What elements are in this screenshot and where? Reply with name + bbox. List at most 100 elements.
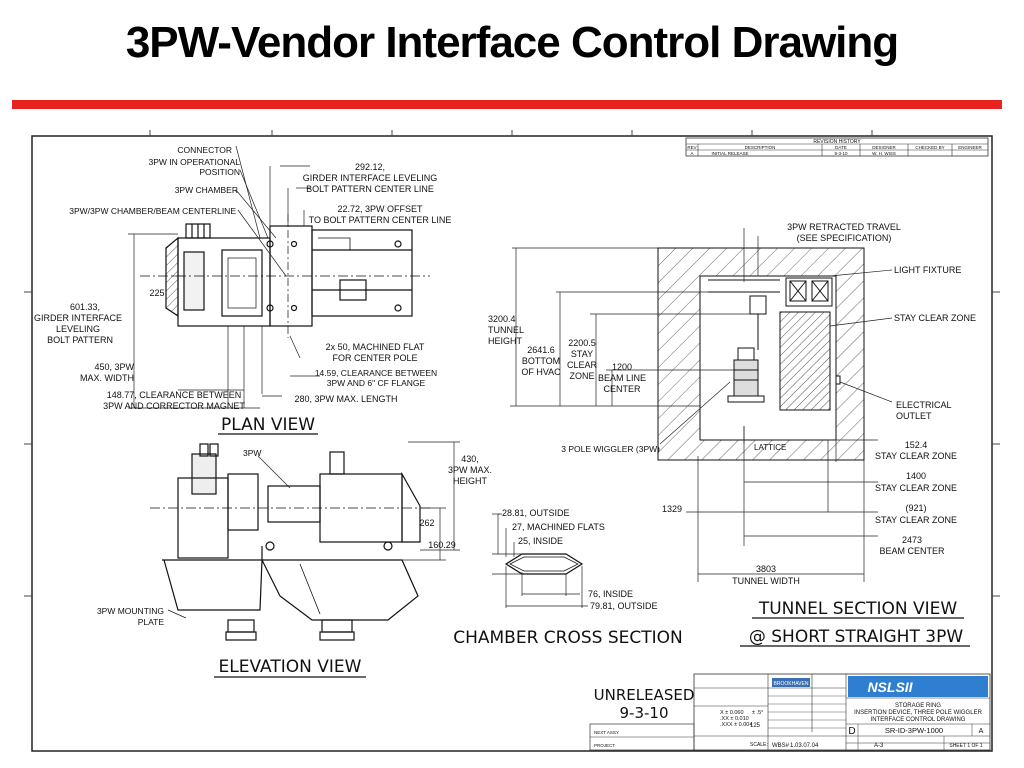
plan-view-machine <box>140 214 430 338</box>
release-status: UNRELEASED 9-3-10 <box>594 686 695 722</box>
tolerance-x: X ± 0.060 <box>720 710 744 716</box>
slide-title: 3PW-Vendor Interface Control Drawing <box>125 18 899 67</box>
elevation-view-label: ELEVATION VIEW <box>219 657 362 677</box>
mounting-plate-callout-2: PLATE <box>138 617 165 627</box>
dim-3803: 3803 <box>756 564 776 574</box>
wiggler-callout: 3 POLE WIGGLER (3PW) <box>561 444 660 454</box>
retracted-travel-callout-2: (SEE SPECIFICATION) <box>797 233 892 243</box>
wbs-label: WBS# <box>772 743 790 749</box>
dim-921-label: STAY CLEAR ZONE <box>875 515 957 525</box>
mounting-plate-callout-1: 3PW MOUNTING <box>97 606 164 616</box>
operational-position-callout-2: POSITION <box>199 167 240 177</box>
corrector-clearance-callout-1: 148.77, CLEARANCE BETWEEN <box>107 390 242 400</box>
elevation-view: 3PW 430, 3PW MAX. HEIGHT 262 160.29 3PW … <box>97 441 492 678</box>
company-logo-box <box>772 678 810 687</box>
stamp-date: 9-3-10 <box>620 704 669 722</box>
chamber-dimensions <box>492 513 588 608</box>
girder-leveling-callout-3: BOLT PATTERN CENTER LINE <box>306 184 434 194</box>
offset-callout-1: 22.72, 3PW OFFSET <box>337 204 423 214</box>
light-fixture-callout: LIGHT FIXTURE <box>894 265 961 275</box>
chamber-callouts: 28.81, OUTSIDE 27, MACHINED FLATS 25, IN… <box>502 508 658 611</box>
next-assy-label: NEXT ASSY <box>594 730 619 735</box>
drawing-number: SR-ID-3PW-1000 <box>885 726 943 735</box>
sheet-border <box>24 130 1000 752</box>
tunnel-height-label-1: TUNNEL <box>488 325 524 335</box>
bolt-pattern-callout-2: GIRDER INTERFACE <box>34 313 122 323</box>
max-height-callout-1: 430, <box>461 454 479 464</box>
hvac-label-1: BOTTOM <box>522 356 560 366</box>
elevation-view-dimensions <box>167 441 460 619</box>
wbs-number: 1.03.07.04 <box>790 743 819 749</box>
dim-225: 225 <box>149 288 164 298</box>
rev-header-engineer: ENGINEER <box>958 145 982 150</box>
elevation-view-machine <box>150 443 432 641</box>
plan-view-label: PLAN VIEW <box>221 415 315 435</box>
rev-header-rev: REV <box>687 145 696 150</box>
corrector-clearance-callout-2: 3PW AND CORRECTOR MAGNET <box>103 401 245 411</box>
max-width-callout-1: 450, 3PW <box>94 362 134 372</box>
stay-clear-height-value: 2200.5 <box>568 338 596 348</box>
elevation-3pw-callout: 3PW <box>243 448 261 458</box>
tolerance-xxx: .XXX ± 0.004 <box>720 722 752 728</box>
project-label: PROJECT <box>594 743 615 748</box>
hvac-value: 2641.6 <box>527 345 555 355</box>
tolerance-xx: .XX ± 0.010 <box>720 716 749 722</box>
stay-clear-height-label-3: ZONE <box>569 371 594 381</box>
hvac-label-2: OF HVAC <box>521 367 561 377</box>
revision-history-title: REVISION HISTORY <box>813 139 861 145</box>
max-height-callout-2: 3PW MAX. <box>448 465 492 475</box>
dim-262: 262 <box>419 518 434 528</box>
tunnel-walls <box>657 247 865 461</box>
dim-1400-label: STAY CLEAR ZONE <box>875 483 957 493</box>
drawing-revision: A <box>979 728 984 735</box>
girder-leveling-callout-2: GIRDER INTERFACE LEVELING <box>303 173 438 183</box>
beam-line-label-2: CENTER <box>603 384 641 394</box>
chamber-outside-bottom: 79.81, OUTSIDE <box>590 601 658 611</box>
plan-view-callouts: CONNECTOR 3PW IN OPERATIONAL POSITION 3P… <box>34 145 451 411</box>
stay-clear-zone-callout: STAY CLEAR ZONE <box>894 313 976 323</box>
offset-callout-2: TO BOLT PATTERN CENTER LINE <box>309 215 452 225</box>
chamber-cross-section-label: CHAMBER CROSS SECTION <box>453 628 683 648</box>
dim-2473-label: BEAM CENTER <box>879 546 945 556</box>
beam-line-value: 1200 <box>612 362 632 372</box>
chamber-cross-section: 28.81, OUTSIDE 27, MACHINED FLATS 25, IN… <box>453 508 683 648</box>
chamber-machined-flats: 27, MACHINED FLATS <box>512 522 605 532</box>
title-underline <box>12 100 1002 109</box>
rev-header-checked: CHECKED BY <box>915 145 944 150</box>
chamber-inside-bottom: 76, INSIDE <box>588 589 633 599</box>
bolt-pattern-callout-4: BOLT PATTERN <box>47 335 113 345</box>
tunnel-section-view: 3PW RETRACTED TRAVEL (SEE SPECIFICATION)… <box>488 222 976 647</box>
tunnel-height-label-2: HEIGHT <box>488 336 523 346</box>
connector-callout: CONNECTOR <box>177 145 232 155</box>
revision-history-table: REVISION HISTORY REV DESCRIPTION DATE DE… <box>685 137 989 157</box>
max-length-callout: 280, 3PW MAX. LENGTH <box>294 394 397 404</box>
rev-header-designer: DESIGNER <box>872 145 896 150</box>
sheet-number: SHEET 1 OF 1 <box>949 743 982 749</box>
engineering-drawing: REVISION HISTORY REV DESCRIPTION DATE DE… <box>24 130 1000 752</box>
beam-line-label-1: BEAM LINE <box>598 373 646 383</box>
rev-cell-designer: W. H. WISS <box>872 151 896 156</box>
dim-1329: 1329 <box>662 504 682 514</box>
dim-152-4: 152.4 <box>905 440 928 450</box>
girder-leveling-callout-1: 292.12, <box>355 162 385 172</box>
tunnel-height-value: 3200.4 <box>488 314 516 324</box>
rev-cell-rev: A <box>690 151 693 156</box>
flange-clearance-callout-2: 3PW AND 6" CF FLANGE <box>327 378 426 388</box>
dim-160-29: 160.29 <box>428 540 456 550</box>
bolt-pattern-callout-1: 601.33, <box>70 302 100 312</box>
nsls-logo-box <box>848 676 988 697</box>
stay-clear-height-label-2: CLEAR <box>567 360 598 370</box>
rev-cell-date: 9-3-10 <box>834 151 848 156</box>
drawing-size: D <box>848 726 855 737</box>
machined-flat-callout-2: FOR CENTER POLE <box>332 353 417 363</box>
plan-view-dimensions <box>128 145 320 409</box>
lattice-callout: LATTICE <box>754 443 786 452</box>
chamber-profile <box>504 553 584 575</box>
surface-finish: 125 <box>750 723 761 729</box>
stay-clear-height-label-1: STAY <box>571 349 593 359</box>
bolt-pattern-callout-3: LEVELING <box>56 324 100 334</box>
dim-2473: 2473 <box>902 535 922 545</box>
max-width-callout-2: MAX. WIDTH <box>80 373 134 383</box>
nsls-logo: NSLSII <box>867 679 913 695</box>
flange-clearance-callout-1: 14.59, CLEARANCE BETWEEN <box>315 368 437 378</box>
